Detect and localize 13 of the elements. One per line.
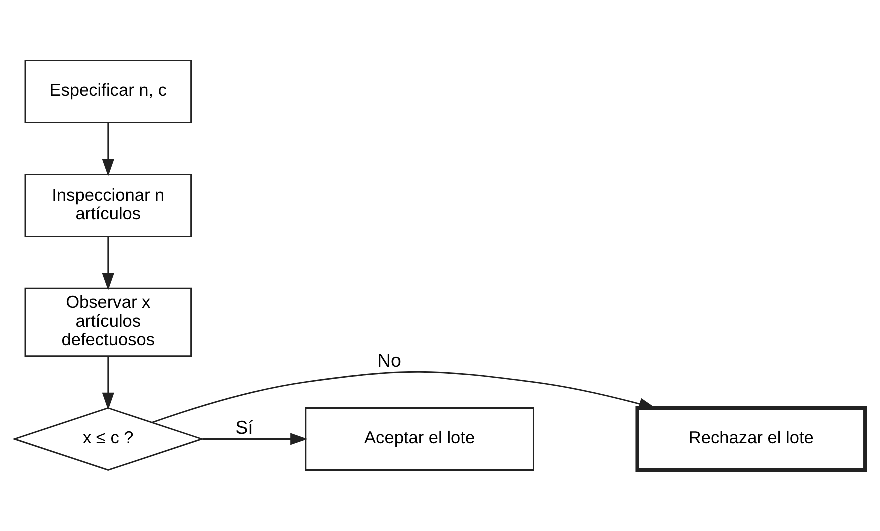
node-box: Aceptar el lote xyxy=(305,408,534,471)
node-box: Rechazar el lote xyxy=(636,406,868,472)
arrow xyxy=(102,356,114,410)
arrow xyxy=(202,433,308,446)
node-diamond: x ≤ c ? xyxy=(12,407,204,471)
edge-label: No xyxy=(378,350,402,372)
node-box: Especificar n, c xyxy=(24,60,192,124)
node-box: Observar x artículos defectuosos xyxy=(24,288,192,358)
arrow xyxy=(152,371,656,424)
arrow xyxy=(102,237,114,291)
arrow xyxy=(102,122,114,177)
node-box: Inspeccionar n artículos xyxy=(24,174,192,238)
edge-label: Sí xyxy=(236,417,254,438)
